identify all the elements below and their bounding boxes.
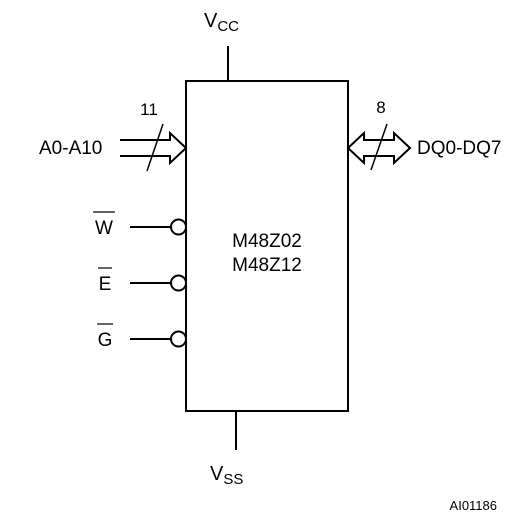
write-pin-label: W <box>95 218 113 239</box>
write-pin-bubble <box>170 218 187 236</box>
enable-pin-label: E <box>99 274 112 295</box>
vcc-label-main: V <box>204 10 218 32</box>
vss-label-main: V <box>210 463 224 485</box>
chip-name-line2: M48Z12 <box>232 255 302 276</box>
output-pin-bubble <box>170 330 187 348</box>
address-bus-arrow <box>120 130 188 166</box>
chip-body <box>185 80 349 412</box>
vss-label: VSS <box>210 463 243 488</box>
chip-name-line1: M48Z02 <box>232 231 302 252</box>
vss-label-sub: SS <box>223 471 243 488</box>
data-bus-label: DQ0-DQ7 <box>417 138 501 159</box>
address-bus-slash <box>146 123 164 172</box>
output-pin-label: G <box>98 330 113 351</box>
data-bus-arrow <box>346 130 412 166</box>
address-bus-width: 11 <box>140 100 158 119</box>
figure-reference: AI01186 <box>450 498 497 513</box>
data-bus-width: 8 <box>376 98 385 117</box>
data-bus-slash <box>370 123 388 171</box>
address-bus-label: A0-A10 <box>39 138 102 159</box>
vcc-label-sub: CC <box>217 18 239 35</box>
vcc-label: VCC <box>204 10 239 35</box>
enable-pin-bubble <box>170 274 187 292</box>
